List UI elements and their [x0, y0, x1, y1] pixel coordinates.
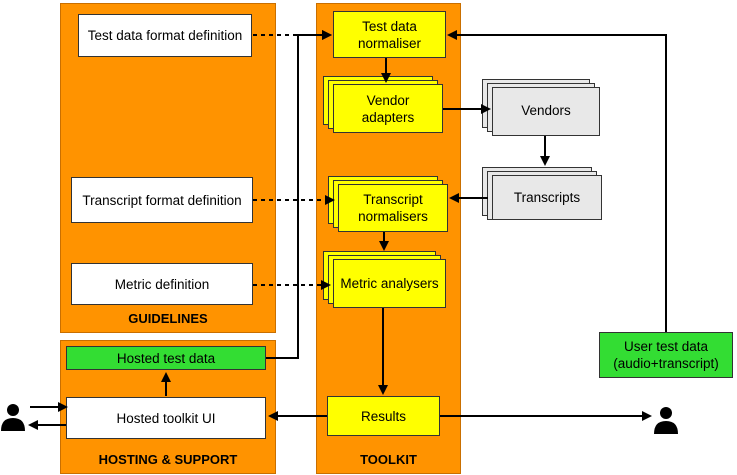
guidelines-title: GUIDELINES — [128, 311, 208, 326]
metric-definition-box: Metric definition — [71, 263, 253, 305]
arrow-user-data-to-normaliser — [447, 30, 667, 332]
right-user-icon — [654, 407, 678, 434]
left-user-icon — [1, 404, 25, 431]
test-data-format-box: Test data format definition — [78, 14, 252, 57]
transcripts-box: Transcripts — [492, 175, 602, 220]
transcript-normalisers-box: Transcript normalisers — [338, 184, 448, 232]
transcript-format-box: Transcript format definition — [71, 177, 253, 223]
hosting-title: HOSTING & SUPPORT — [98, 452, 238, 467]
arrow-hosted-data-to-normaliser — [266, 30, 332, 359]
metric-analysers-box: Metric analysers — [333, 259, 446, 308]
normaliser-box: Test data normaliser — [333, 11, 446, 58]
hosted-toolkit-ui-box[interactable]: Hosted toolkit UI — [66, 397, 266, 439]
vendors-box: Vendors — [492, 87, 600, 136]
vendor-adapters-box: Vendor adapters — [333, 84, 443, 133]
results-box[interactable]: Results — [327, 396, 440, 436]
hosted-test-data-box: Hosted test data — [66, 346, 266, 370]
user-test-data-box: User test data (audio+transcript) — [599, 332, 733, 378]
toolkit-title: TOOLKIT — [360, 452, 417, 467]
